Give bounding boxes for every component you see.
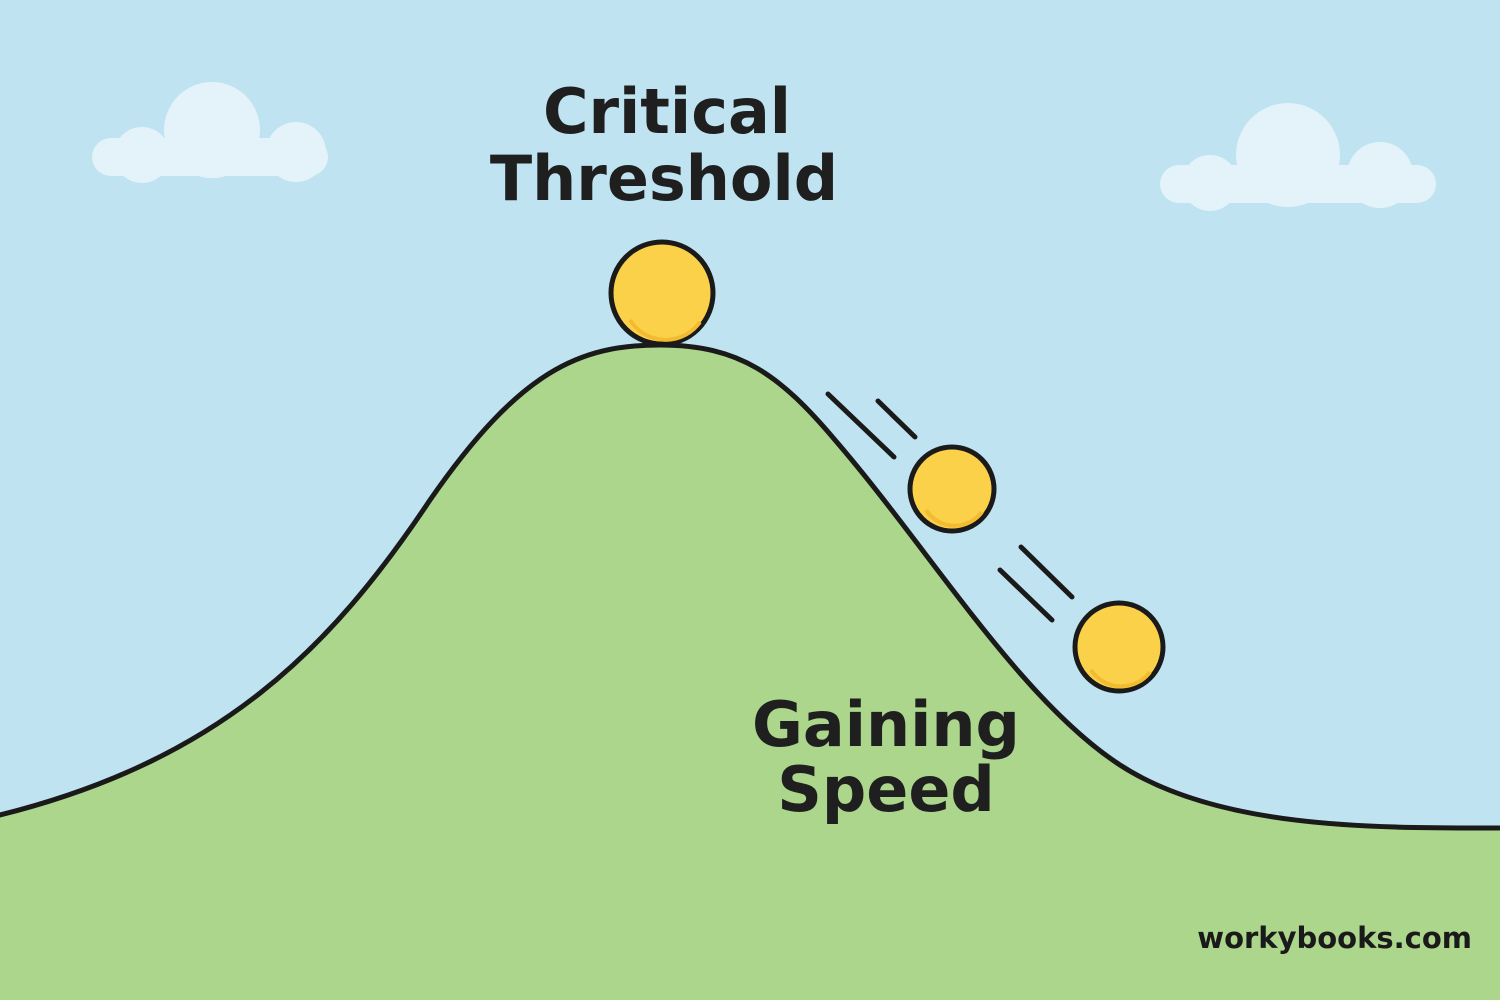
cloud-icon bbox=[1160, 103, 1436, 211]
motion-lines-icon bbox=[825, 391, 918, 460]
ball-icon bbox=[907, 444, 997, 534]
ball-icon bbox=[1072, 600, 1166, 694]
slope-label-line1: Gaining bbox=[752, 688, 1020, 761]
peak-label-line2: Threshold bbox=[490, 142, 838, 215]
watermark: workybooks.com bbox=[1197, 921, 1472, 955]
slope-label-line2: Speed bbox=[777, 753, 995, 826]
peak-label-line1: Critical bbox=[543, 75, 791, 148]
hill bbox=[0, 345, 1500, 1000]
cloud-icon bbox=[92, 82, 328, 183]
motion-lines-icon bbox=[997, 544, 1075, 623]
ball-icon bbox=[608, 239, 716, 347]
hill-outline bbox=[0, 342, 1500, 831]
